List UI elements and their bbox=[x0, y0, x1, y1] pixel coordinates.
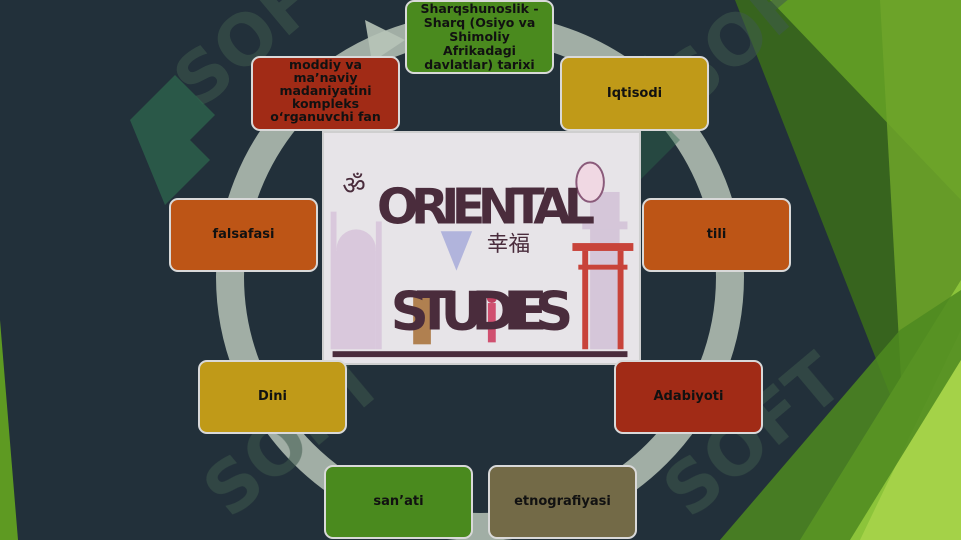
title-oriental: ORIENTAL bbox=[377, 177, 595, 235]
node-iqtisodi: Iqtisodi bbox=[560, 56, 709, 131]
node-dini: Dini bbox=[198, 360, 347, 434]
node-label: Sharqshunoslik - Sharq (Osiyo va Shimoli… bbox=[420, 1, 539, 72]
node-sanati: san’ati bbox=[324, 465, 473, 539]
node-tili: tili bbox=[642, 198, 791, 272]
oriental-studies-image: ॐ 幸福 ORIENTAL STUDIES bbox=[322, 131, 641, 365]
node-sharqshunoslik: Sharqshunoslik - Sharq (Osiyo va Shimoli… bbox=[405, 0, 554, 74]
node-moddiy-manaviy: moddiy va ma’naviy madaniyatini kompleks… bbox=[251, 56, 400, 131]
oriental-studies-illustration: ॐ 幸福 ORIENTAL STUDIES bbox=[324, 133, 639, 363]
node-label: Adabiyoti bbox=[653, 389, 724, 404]
node-label: Dini bbox=[258, 389, 287, 404]
node-label: etnografiyasi bbox=[514, 494, 611, 509]
node-adabiyoti: Adabiyoti bbox=[614, 360, 763, 434]
node-falsafasi: falsafasi bbox=[169, 198, 318, 272]
node-label: moddiy va ma’naviy madaniyatini kompleks… bbox=[270, 57, 381, 124]
svg-text:ॐ: ॐ bbox=[342, 171, 365, 201]
title-studies: STUDIES bbox=[391, 281, 574, 343]
node-label: tili bbox=[706, 227, 727, 242]
cjk-text: 幸福 bbox=[487, 232, 530, 257]
node-etnografiyasi: etnografiyasi bbox=[488, 465, 637, 539]
node-label: falsafasi bbox=[212, 227, 275, 242]
node-label: Iqtisodi bbox=[606, 85, 663, 101]
node-label: san’ati bbox=[373, 494, 424, 509]
